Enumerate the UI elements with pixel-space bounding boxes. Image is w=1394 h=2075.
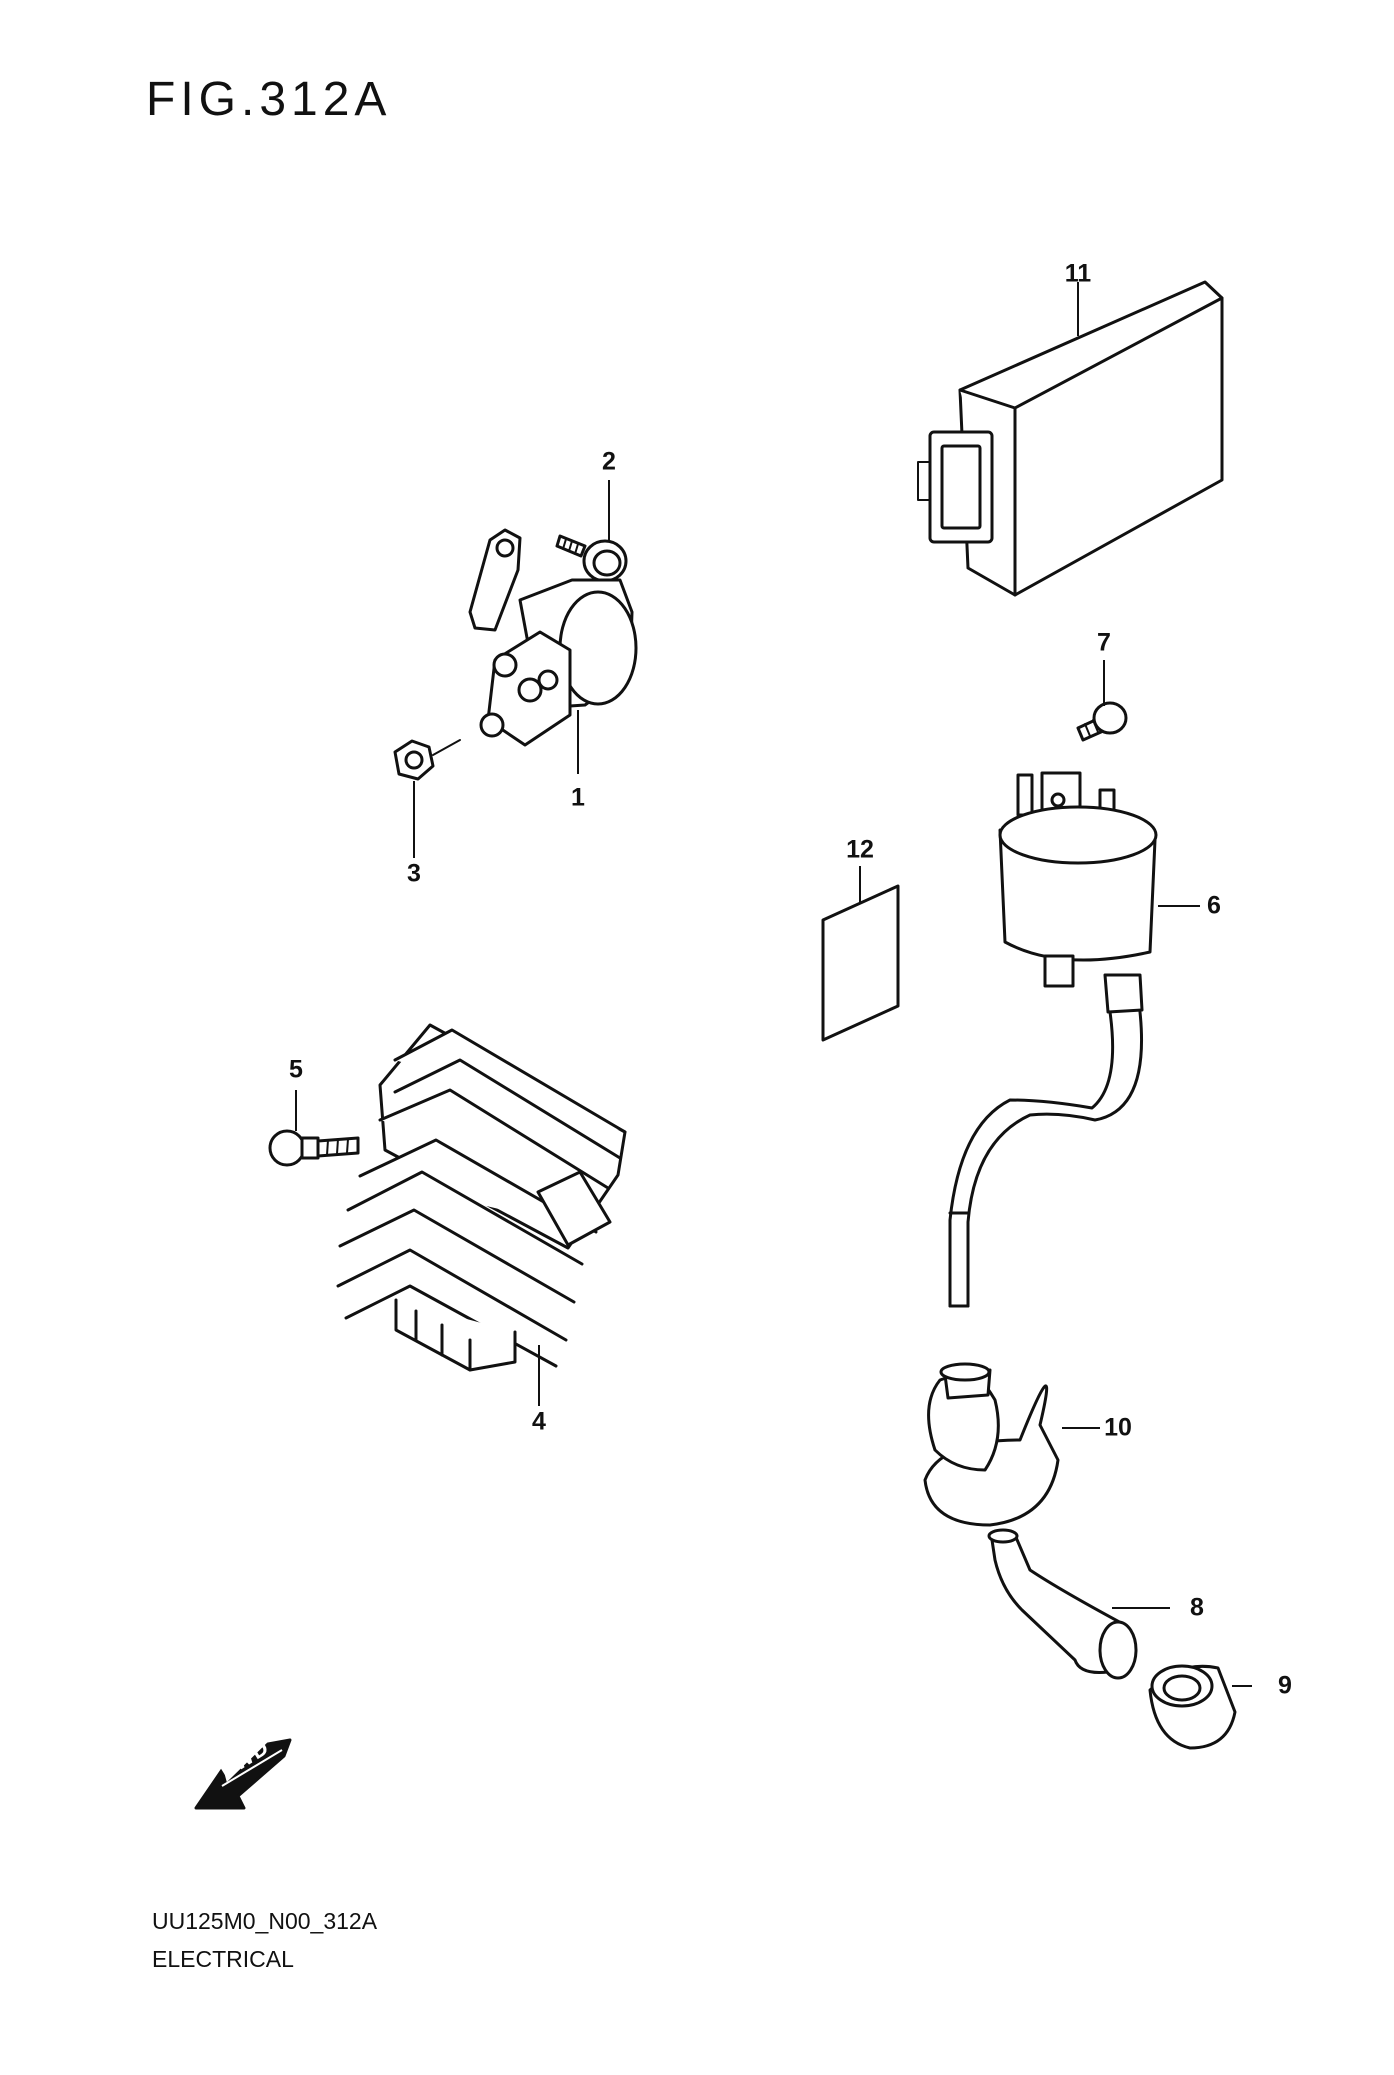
ecu-icon[interactable] xyxy=(917,280,1224,597)
label-sheet-icon[interactable] xyxy=(821,884,900,1042)
footer-code: UU125M0_N00_312A xyxy=(152,1908,378,1934)
callout-3: 3 xyxy=(407,859,421,888)
ignition-coil-icon[interactable] xyxy=(998,771,1158,1014)
callout-4: 4 xyxy=(532,1407,546,1436)
screw-icon[interactable] xyxy=(1076,701,1128,742)
bolt-icon[interactable] xyxy=(268,1129,360,1167)
seal-ring-icon[interactable] xyxy=(1148,1664,1237,1750)
callout-7: 7 xyxy=(1097,628,1111,657)
footer-name: ELECTRICAL xyxy=(152,1946,294,1972)
callout-1: 1 xyxy=(571,783,585,812)
callout-11: 11 xyxy=(1064,259,1092,288)
starter-relay-icon[interactable] xyxy=(468,528,638,747)
callout-6: 6 xyxy=(1207,891,1221,920)
figure-title: FIG.312A xyxy=(146,73,392,126)
rubber-boot-icon[interactable] xyxy=(923,1362,1060,1527)
callout-9: 9 xyxy=(1278,1671,1292,1700)
plug-cap-icon[interactable] xyxy=(987,1528,1138,1680)
fwd-arrow-icon xyxy=(194,1738,292,1810)
regulator-rectifier-icon[interactable] xyxy=(336,1023,627,1372)
bolt-icon[interactable] xyxy=(555,534,628,583)
callout-12: 12 xyxy=(846,835,874,864)
callout-5: 5 xyxy=(289,1055,303,1084)
callout-8: 8 xyxy=(1190,1593,1204,1622)
callout-10: 10 xyxy=(1104,1413,1132,1442)
nut-icon[interactable] xyxy=(393,739,461,781)
callout-2: 2 xyxy=(602,447,616,476)
